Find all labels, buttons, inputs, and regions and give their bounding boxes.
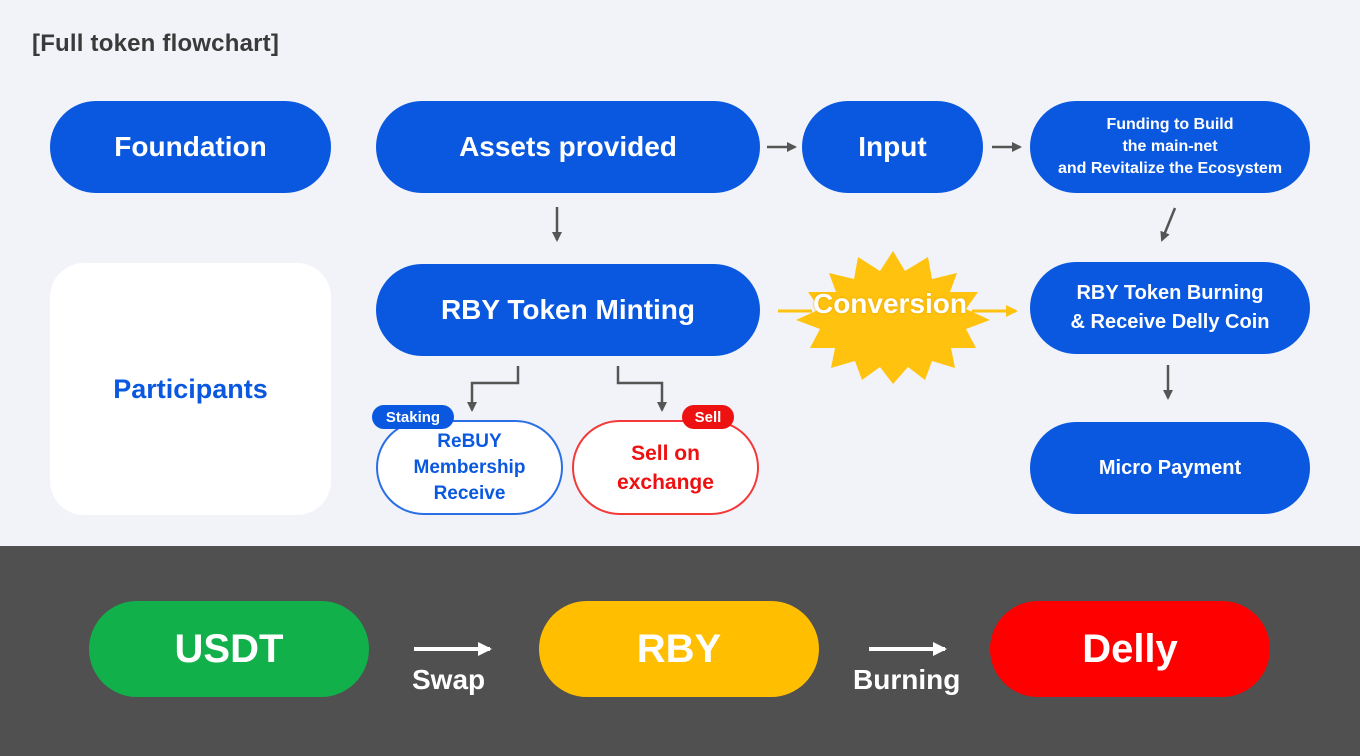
arrow-minting-rebuy: [467, 366, 520, 412]
node-sell-line1: Sell on: [631, 441, 700, 465]
node-micro-label: Micro Payment: [1098, 456, 1242, 479]
page-title: [Full token flowchart]: [32, 30, 280, 57]
node-input: Input: [802, 101, 983, 193]
delly-pill: Delly: [990, 601, 1270, 697]
conversion-starburst: [796, 251, 990, 384]
node-rebuy-line1: ReBUY: [437, 430, 502, 452]
delly-label: Delly: [1082, 626, 1178, 671]
arrow-minting-sell: [616, 366, 667, 412]
rby-label: RBY: [636, 626, 722, 671]
staking-tag: Staking: [372, 405, 454, 429]
node-assets-provided: Assets provided: [376, 101, 760, 193]
node-rby-minting: RBY Token Minting: [376, 264, 760, 356]
node-foundation-label: Foundation: [114, 131, 267, 162]
node-rebuy-line3: Receive: [433, 482, 506, 504]
node-micro-payment: Micro Payment: [1030, 422, 1310, 514]
node-rby-burning: RBY Token Burning & Receive Delly Coin: [1030, 262, 1310, 354]
node-rebuy-line2: Membership: [413, 456, 526, 478]
usdt-pill: USDT: [89, 601, 369, 697]
node-funding-line3: and Revitalize the Ecosystem: [1057, 160, 1283, 177]
node-input-label: Input: [858, 131, 927, 162]
burning-label: Burning: [853, 664, 961, 695]
conversion-label: Conversion: [812, 288, 968, 319]
node-sell-exchange: Sell on exchange: [572, 420, 759, 515]
node-burning-line1: RBY Token Burning: [1076, 282, 1264, 304]
node-funding-line1: Funding to Build: [1106, 116, 1234, 133]
node-burning-line2: & Receive Delly Coin: [1070, 311, 1270, 333]
arrow-funding-burning: [1160, 207, 1177, 242]
swap-label: Swap: [412, 664, 486, 695]
node-foundation: Foundation: [50, 101, 331, 193]
node-rebuy-membership: ReBUY Membership Receive: [376, 420, 563, 515]
node-funding-line2: the main-net: [1122, 138, 1218, 155]
node-sell-line2: exchange: [617, 470, 714, 494]
rby-pill: RBY: [539, 601, 819, 697]
node-assets-label: Assets provided: [459, 131, 677, 162]
node-participants-label: Participants: [113, 373, 268, 404]
node-participants: Participants: [50, 263, 331, 515]
node-funding: Funding to Build the main-net and Revita…: [1030, 101, 1310, 193]
node-minting-label: RBY Token Minting: [440, 294, 696, 325]
sell-tag: Sell: [682, 405, 734, 429]
usdt-label: USDT: [174, 626, 284, 671]
